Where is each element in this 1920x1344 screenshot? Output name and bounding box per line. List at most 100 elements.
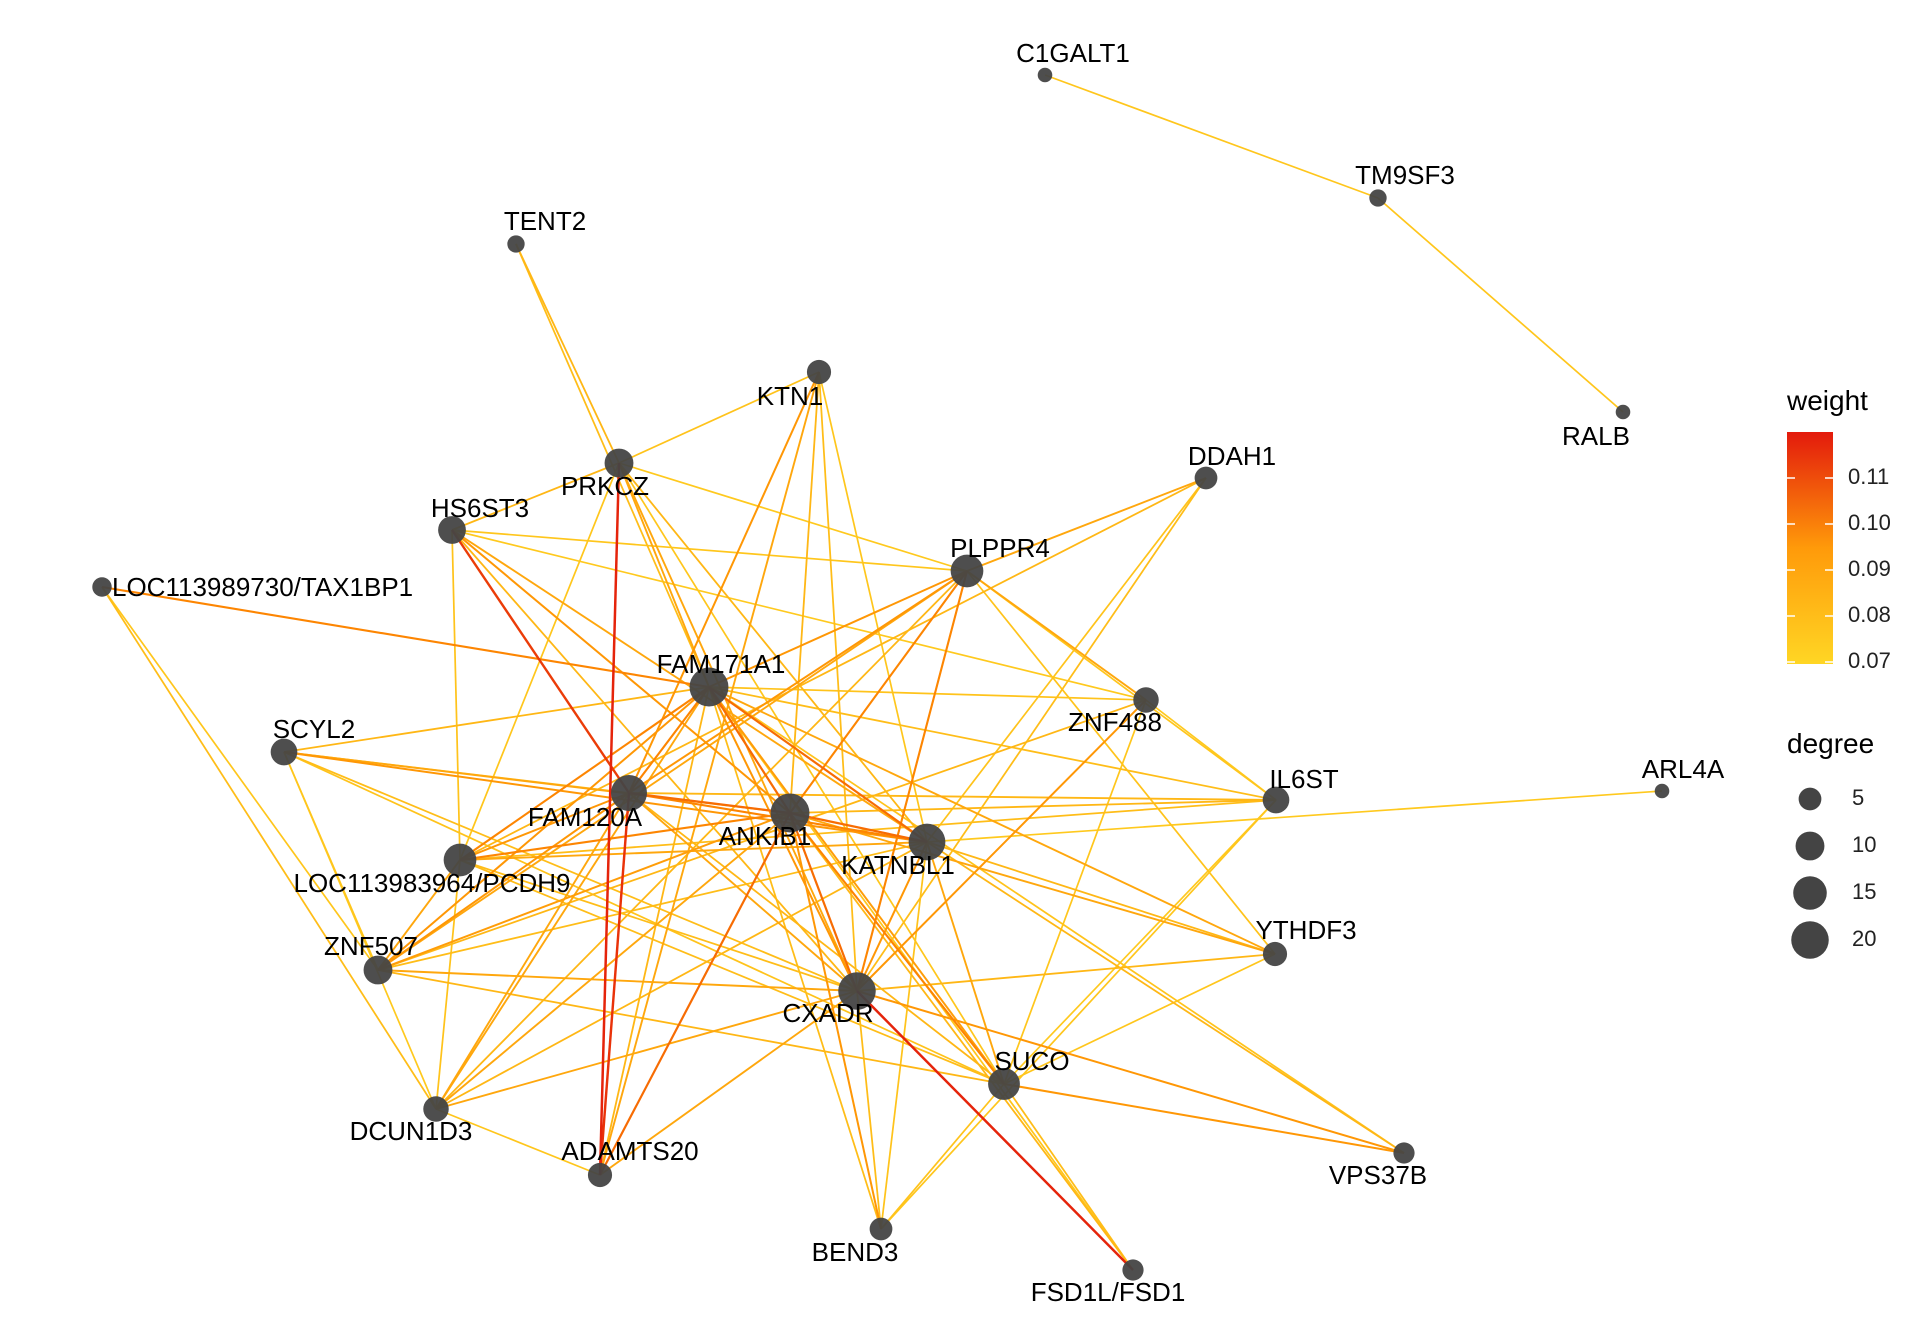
node-YTHDF3[interactable] <box>1262 941 1288 967</box>
degree-key-label: 20 <box>1852 926 1876 951</box>
node-PRKCZ[interactable] <box>604 448 634 478</box>
edge-KTN1-CXADR <box>818 371 858 992</box>
node-ADAMTS20[interactable] <box>587 1162 613 1188</box>
degree-key-circle <box>1791 921 1829 959</box>
weight-tick-label: 0.09 <box>1848 556 1891 581</box>
edge-PLPPR4-YTHDF3 <box>966 570 1276 955</box>
node-FAM171A1[interactable] <box>689 667 729 707</box>
edge-KTN1-KATNBL1 <box>818 371 928 843</box>
edge-TENT2-PRKCZ <box>515 243 620 464</box>
edge-LOC113989730/TAX1BP1-ZNF507 <box>101 586 379 971</box>
edge-DDAH1-CXADR <box>856 477 1207 992</box>
edge-CXADR-DCUN1D3 <box>435 990 858 1110</box>
node-label: FAM171A1 <box>657 649 786 679</box>
node-FAM120A[interactable] <box>610 774 648 812</box>
edge-LOC113983964/PCDH9-CXADR <box>459 859 858 992</box>
edge-ANKIB1-FSD1L/FSD1 <box>789 812 1134 1271</box>
node-HS6ST3[interactable] <box>438 516 466 544</box>
node-C1GALT1[interactable] <box>1037 67 1053 83</box>
weight-tick-label: 0.08 <box>1848 602 1891 627</box>
node-IL6ST[interactable] <box>1262 786 1290 814</box>
edge-FAM171A1-YTHDF3 <box>708 686 1276 955</box>
edge-KATNBL1-ZNF507 <box>377 841 928 971</box>
node-VPS37B[interactable] <box>1393 1142 1415 1164</box>
node-label: SUCO <box>994 1046 1069 1076</box>
edge-ANKIB1-YTHDF3 <box>789 812 1276 955</box>
node-TENT2[interactable] <box>507 235 525 253</box>
node-label: ANKIB1 <box>719 821 812 851</box>
degree-key-circle <box>1798 787 1822 811</box>
weight-ticks: 0.110.100.090.080.07 <box>1787 464 1891 673</box>
edge-FAM171A1-LOC113983964/PCDH9 <box>459 686 710 861</box>
node-label: YTHDF3 <box>1255 915 1356 945</box>
node-DCUN1D3[interactable] <box>423 1096 449 1122</box>
node-CXADR[interactable] <box>838 972 876 1010</box>
degree-key-circle <box>1795 831 1825 861</box>
edge-ANKIB1-ZNF507 <box>377 812 791 971</box>
edge-KATNBL1-YTHDF3 <box>926 841 1276 955</box>
node-KATNBL1[interactable] <box>908 823 946 861</box>
edge-CXADR-FSD1L/FSD1 <box>856 990 1134 1271</box>
edge-IL6ST-ANKIB1 <box>789 799 1277 814</box>
edge-ZNF507-SUCO <box>377 969 1005 1085</box>
edge-FAM171A1-FAM120A <box>628 686 710 794</box>
edge-PLPPR4-FAM171A1 <box>708 570 968 688</box>
node-label: TM9SF3 <box>1355 160 1455 190</box>
edge-ANKIB1-KATNBL1 <box>789 811 928 844</box>
edge-KTN1-PRKCZ <box>618 371 820 464</box>
node-label: LOC113989730/TAX1BP1 <box>112 572 413 602</box>
edge-HS6ST3-KATNBL1 <box>451 529 928 843</box>
edge-PLPPR4-FAM120A <box>628 570 968 794</box>
node-FSD1L/FSD1[interactable] <box>1122 1259 1144 1281</box>
node-label: ZNF507 <box>324 931 418 961</box>
edge-IL6ST-BEND3 <box>880 799 1277 1230</box>
node-label: ARL4A <box>1642 754 1725 784</box>
edge-C1GALT1-TM9SF3 <box>1044 74 1379 199</box>
edge-SCYL2-ZNF507 <box>283 751 379 971</box>
edge-FAM171A1-ADAMTS20 <box>599 686 710 1176</box>
edge-YTHDF3-CXADR <box>856 953 1276 992</box>
node-RALB[interactable] <box>1615 404 1631 420</box>
edge-FAM120A-CXADR <box>628 792 858 992</box>
node-label: TENT2 <box>504 206 586 236</box>
edge-FAM171A1-ANKIB1 <box>708 686 791 814</box>
edge-IL6ST-SUCO <box>1003 799 1277 1085</box>
node-LOC113989730/TAX1BP1[interactable] <box>92 577 112 597</box>
degree-key-label: 5 <box>1852 785 1864 810</box>
edge-ANKIB1-CXADR <box>788 812 859 992</box>
edge-PRKCZ-KATNBL1 <box>618 462 928 843</box>
weight-legend-title: weight <box>1786 385 1868 416</box>
edge-DDAH1-LOC113983964/PCDH9 <box>459 477 1207 861</box>
edge-TM9SF3-RALB <box>1377 197 1624 413</box>
edge-FAM171A1-ZNF507 <box>377 686 710 971</box>
node-LOC113983964/PCDH9[interactable] <box>443 843 477 877</box>
edge-SCYL2-CXADR <box>283 751 858 992</box>
node-PLPPR4[interactable] <box>950 554 984 588</box>
edge-ANKIB1-SUCO <box>789 812 1005 1085</box>
node-ARL4A[interactable] <box>1654 783 1670 799</box>
edge-KATNBL1-CXADR <box>856 841 928 992</box>
edge-KTN1-FAM120A <box>628 371 820 794</box>
weight-colorbar <box>1787 432 1833 664</box>
degree-key-label: 10 <box>1852 832 1876 857</box>
edge-CXADR-VPS37B <box>856 990 1405 1154</box>
node-SCYL2[interactable] <box>270 738 298 766</box>
node-BEND3[interactable] <box>869 1217 893 1241</box>
edge-LOC113989730/TAX1BP1-DCUN1D3 <box>101 586 437 1110</box>
edge-PLPPR4-ZNF488 <box>966 570 1147 701</box>
node-SUCO[interactable] <box>988 1068 1020 1100</box>
node-ANKIB1[interactable] <box>770 793 810 833</box>
weight-legend: weight 0.110.100.090.080.07 <box>1786 385 1891 673</box>
node-TM9SF3[interactable] <box>1369 189 1387 207</box>
edge-PLPPR4-DCUN1D3 <box>435 570 968 1110</box>
edge-FAM171A1-ZNF488 <box>708 686 1147 701</box>
edge-FAM171A1-SCYL2 <box>283 686 710 753</box>
node-DDAH1[interactable] <box>1194 466 1218 490</box>
node-label: PLPPR4 <box>950 533 1050 563</box>
node-ZNF488[interactable] <box>1133 687 1159 713</box>
node-label: DDAH1 <box>1188 441 1276 471</box>
node-ZNF507[interactable] <box>363 955 393 985</box>
node-label: ZNF488 <box>1068 707 1162 737</box>
node-KTN1[interactable] <box>806 359 832 385</box>
